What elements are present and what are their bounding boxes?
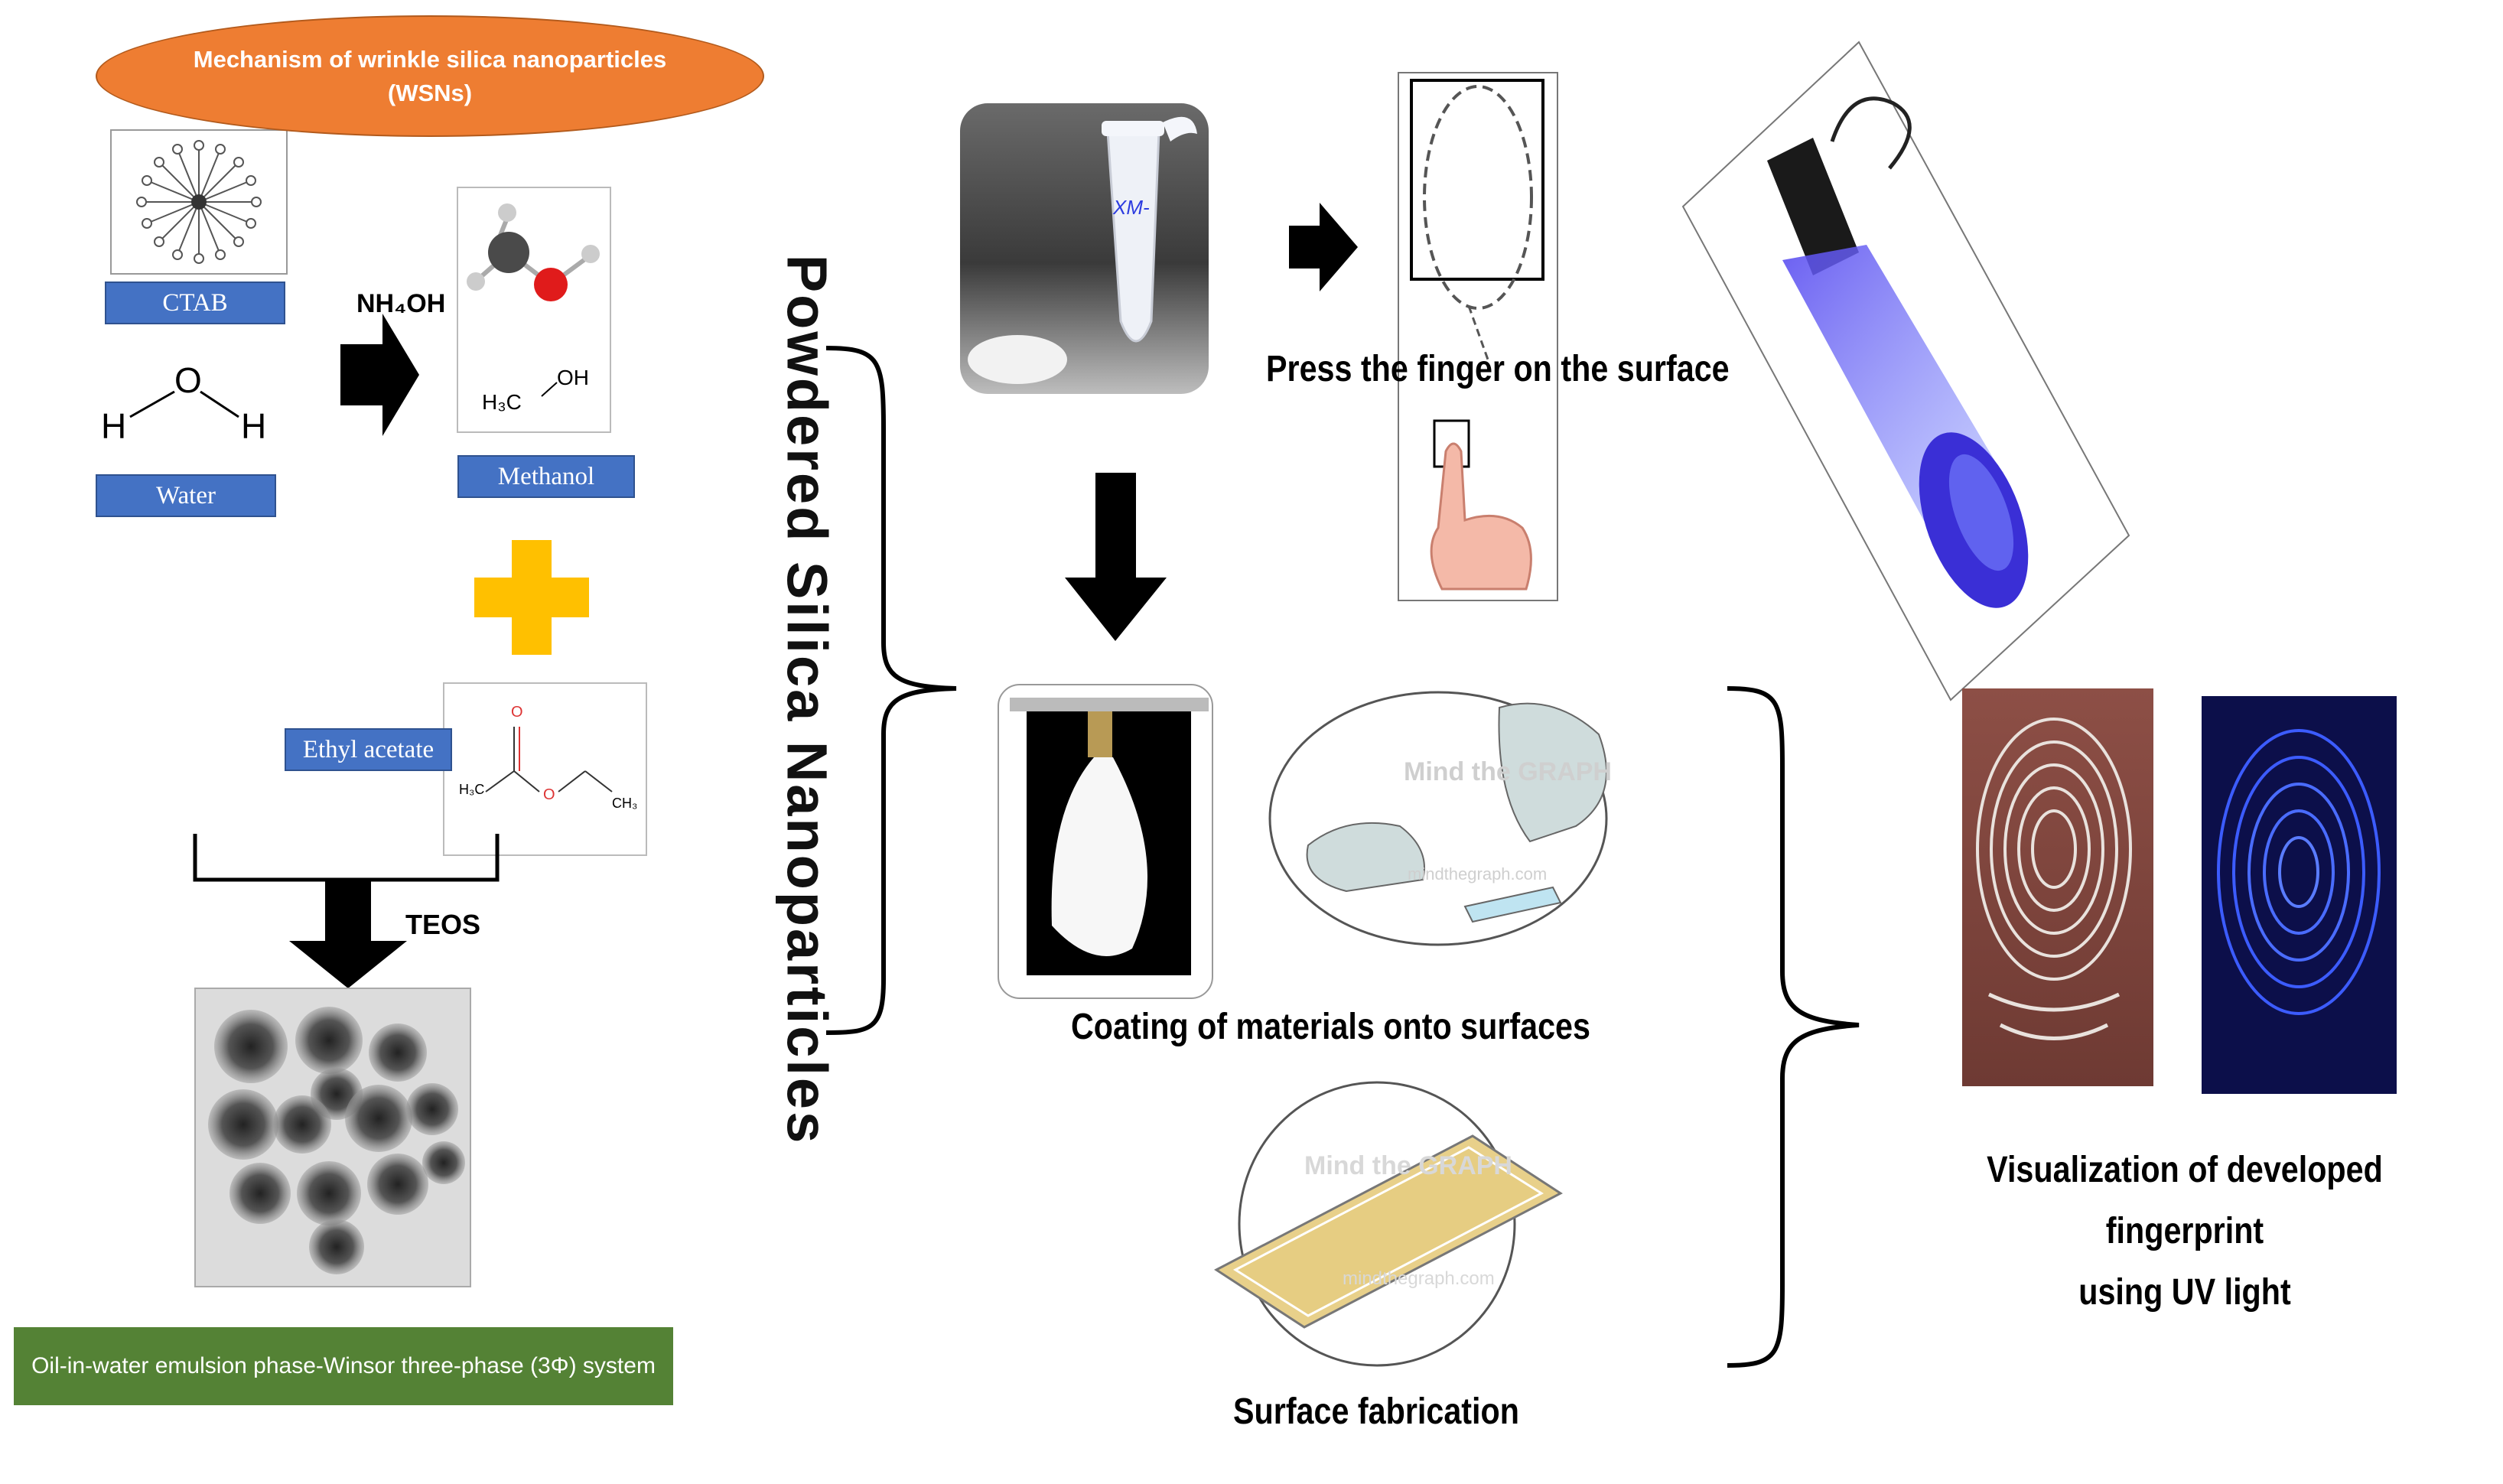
visualization-caption: Visualization of developed fingerprint u…: [1867, 1140, 2503, 1323]
methanol-oh: OH: [557, 366, 589, 389]
fabrication-caption: Surface fabrication: [1233, 1391, 1519, 1432]
ethyl-acetate-left: H₃C: [459, 782, 485, 797]
uv-flashlight-icon: [1681, 41, 2130, 701]
water-molecule-figure: [129, 390, 239, 418]
ethyl-acetate-label: Ethyl acetate: [285, 728, 452, 771]
water-atom-o: O: [174, 360, 202, 400]
arrow-right-icon: [1289, 203, 1358, 291]
powder-tube-photo: XM-: [960, 103, 1209, 394]
ethyl-acetate-figure: [443, 682, 647, 856]
ctab-label: CTAB: [105, 282, 285, 324]
coating-caption: Coating of materials onto surfaces: [1071, 1007, 1590, 1047]
methanol-molecule-figure: [457, 187, 611, 433]
left-brace-icon: [825, 346, 957, 1035]
tube-label: XM-: [1112, 196, 1150, 219]
watermark-coating-url: mindthegraph.com: [1408, 864, 1548, 884]
system-label: Oil-in-water emulsion phase-Winsor three…: [14, 1327, 673, 1405]
mechanism-title: Mechanism of wrinkle silica nanoparticle…: [96, 15, 764, 137]
mechanism-title-line1: Mechanism of wrinkle silica nanoparticle…: [193, 45, 667, 73]
water-atom-h2: H: [241, 406, 267, 446]
ethyl-acetate-carbonyl-o: O: [511, 704, 523, 721]
press-caption: Press the finger on the surface: [1266, 349, 1730, 389]
right-brace-icon: [1727, 686, 1860, 1368]
visualization-caption-line1: Visualization of developed fingerprint: [1987, 1150, 2383, 1251]
watermark-fabrication-url: mindthegraph.com: [1343, 1268, 1495, 1289]
water-atom-h1: H: [101, 406, 127, 446]
arrow-right-icon: [340, 314, 419, 436]
press-finger-figure: [1398, 72, 1558, 601]
watermark-fabrication: Mind the GRAPH: [1304, 1151, 1512, 1180]
arrow-down-icon: [289, 880, 407, 988]
fabrication-illustration: [1214, 1081, 1563, 1367]
mechanism-title-line2: (WSNs): [387, 79, 473, 106]
powdered-silica-title-text: Powdered Silica Nanoparticles: [775, 254, 839, 1146]
fingerprint-photo-normal: [1962, 688, 2153, 1086]
nh4oh-label: NH₄OH: [356, 289, 446, 318]
methanol-label: Methanol: [457, 455, 635, 498]
powdered-silica-title: Powdered Silica Nanoparticles: [773, 255, 841, 1145]
ethyl-acetate-right: CH₃: [612, 796, 638, 811]
hand-icon: [1430, 442, 1532, 591]
watermark-coating: Mind the GRAPH: [1404, 757, 1612, 786]
water-label: Water: [96, 474, 276, 517]
ethyl-acetate-ester-o: O: [543, 786, 555, 803]
coating-illustration: [1268, 691, 1608, 946]
plus-icon: [474, 540, 589, 655]
methanol-formula: H₃C: [482, 390, 522, 414]
fingerprint-photo-uv: [2202, 696, 2397, 1094]
ctab-micelle-figure: [110, 129, 288, 275]
brush-photo: [998, 684, 1213, 999]
arrow-down-icon: [1065, 473, 1167, 641]
visualization-caption-line2: using UV light: [2078, 1272, 2291, 1313]
teos-label: TEOS: [405, 909, 481, 940]
tem-nanoparticle-image: [194, 988, 471, 1287]
